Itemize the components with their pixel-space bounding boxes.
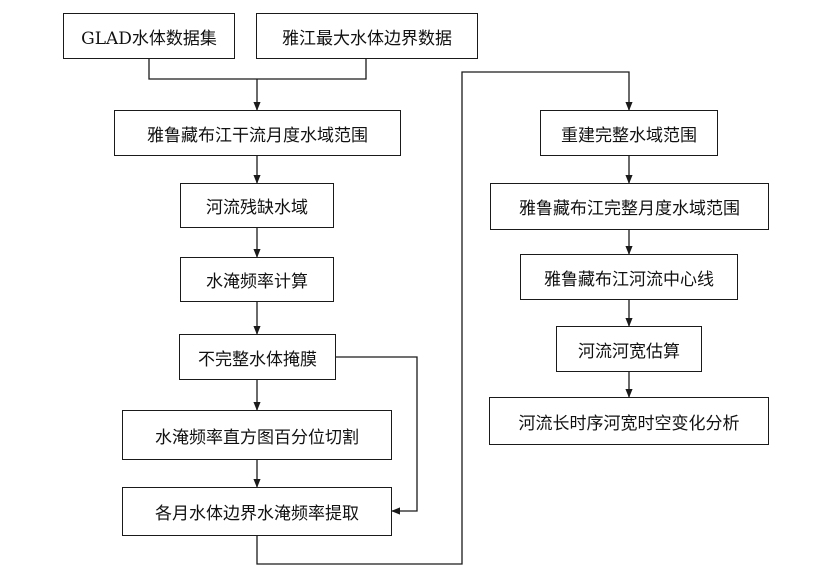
node-complete-monthly-extent: 雅鲁藏布江完整月度水域范围 <box>490 183 769 230</box>
arrow-mask-bypass-to-boundary <box>336 356 418 515</box>
edge-glad-to-merge <box>148 59 257 80</box>
node-monthly-water-extent: 雅鲁藏布江干流月度水域范围 <box>114 110 401 156</box>
node-incomplete-mask: 不完整水体掩膜 <box>179 334 336 380</box>
node-boundary-frequency-extract: 各月水体边界水淹频率提取 <box>122 487 392 536</box>
node-histogram-cut: 水淹频率直方图百分位切割 <box>122 410 392 460</box>
node-spatiotemporal-analysis: 河流长时序河宽时空变化分析 <box>489 397 769 445</box>
node-rebuild-extent: 重建完整水域范围 <box>540 110 718 156</box>
edge-maxboundary-to-merge <box>257 59 367 80</box>
node-river-centerline: 雅鲁藏布江河流中心线 <box>520 254 738 300</box>
node-glad-dataset: GLAD水体数据集 <box>63 13 235 59</box>
node-max-water-boundary: 雅江最大水体边界数据 <box>256 13 478 59</box>
node-frequency-calc: 水淹频率计算 <box>180 257 334 302</box>
arrow-boundary-to-rebuild <box>256 71 633 565</box>
node-width-estimate: 河流河宽估算 <box>556 326 702 372</box>
node-residual-water: 河流残缺水域 <box>180 183 334 228</box>
